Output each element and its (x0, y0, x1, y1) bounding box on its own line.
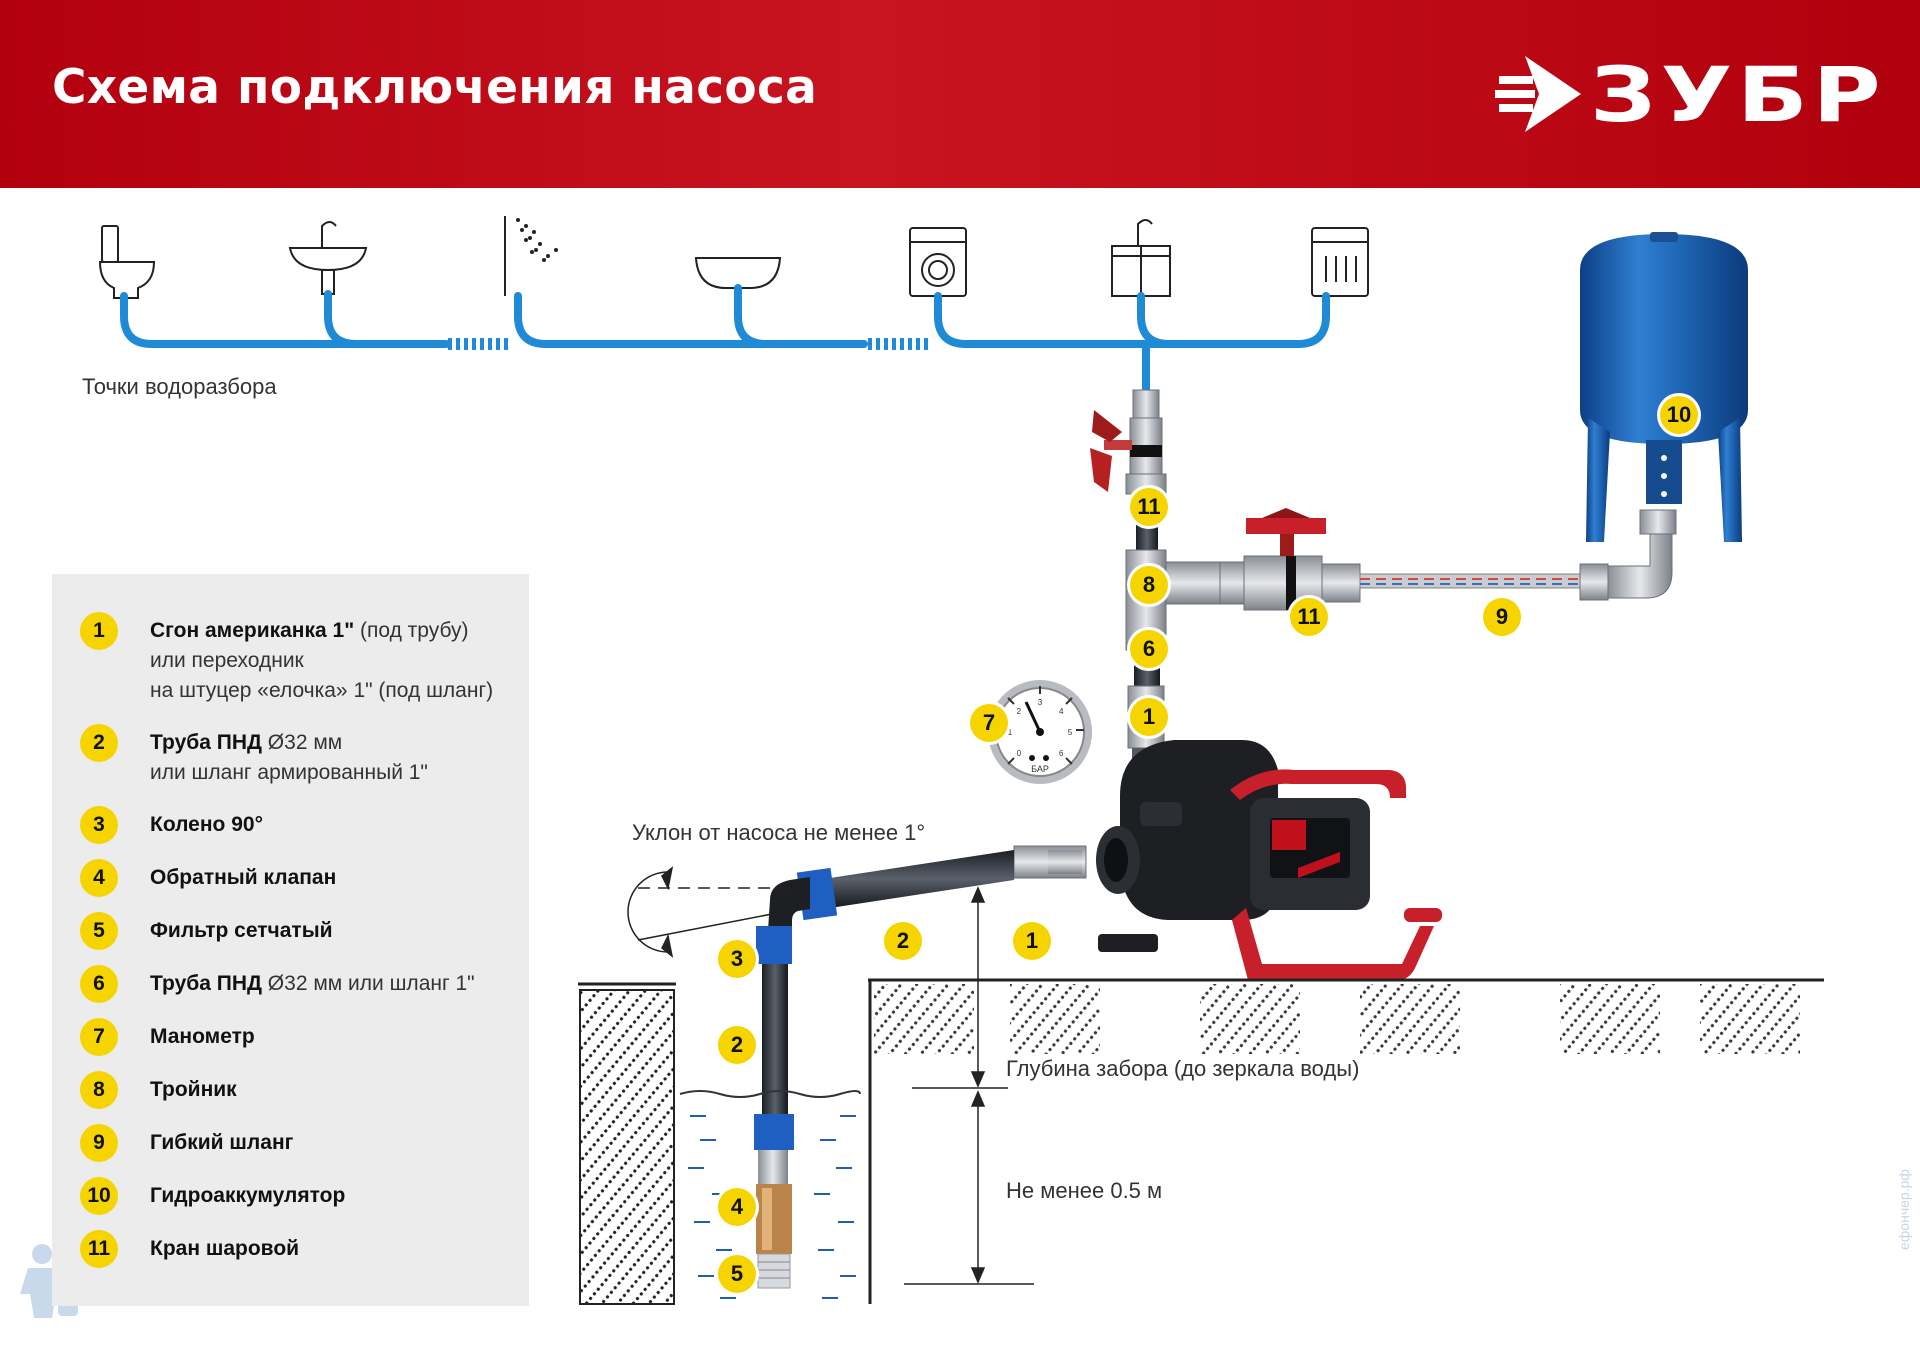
gauge-tick-label: 5 (1068, 728, 1073, 737)
legend-subtitle: (под трубу) (354, 619, 469, 642)
pump-icon (1096, 740, 1442, 980)
legend-badge: 4 (80, 859, 118, 897)
brand-logo: ЗУБР (1495, 50, 1881, 139)
legend-line: или переходник (150, 649, 304, 672)
marker-filter: 5 (718, 1255, 756, 1293)
legend-title: Гидроаккумулятор (150, 1184, 346, 1207)
pressure-gauge-icon (988, 680, 1092, 784)
sink-icon (288, 221, 368, 295)
marker-suction-pipe: 2 (884, 922, 922, 960)
washing-machine-icon (909, 227, 967, 297)
legend-title: Манометр (150, 1025, 255, 1048)
marker-elbow: 3 (718, 940, 756, 978)
page-title: Схема подключения насоса (52, 60, 818, 115)
legend-badge: 10 (80, 1177, 118, 1215)
watermark: ефончер.рф (1896, 1169, 1912, 1250)
legend-item: 3 Колено 90° (80, 806, 520, 844)
brand-arrow-icon (1495, 56, 1581, 132)
water-points-label: Точки водоразбора (82, 374, 277, 399)
legend-badge: 1 (80, 612, 118, 650)
marker-union-riser: 1 (1130, 698, 1168, 736)
marker-pipe-riser: 6 (1130, 630, 1168, 668)
legend-title: Кран шаровой (150, 1237, 300, 1260)
legend-badge: 9 (80, 1124, 118, 1162)
legend-item: 2 Труба ПНД Ø32 мм или шланг армированны… (80, 724, 520, 788)
legend-line: или шланг армированный 1" (150, 761, 428, 784)
slope-label: Уклон от насоса не менее 1° (632, 820, 926, 845)
legend-item: 6 Труба ПНД Ø32 мм или шланг 1" (80, 965, 520, 1003)
legend-title: Труба ПНД (150, 972, 262, 995)
dimension-lines (627, 866, 1034, 1285)
legend-item: 10 Гидроаккумулятор (80, 1177, 520, 1215)
toilet-icon (98, 225, 156, 299)
legend-badge: 11 (80, 1230, 118, 1268)
hydroaccumulator-tank-icon (1580, 232, 1748, 542)
legend-title: Обратный клапан (150, 866, 337, 889)
marker-check-valve: 4 (718, 1188, 756, 1226)
legend-title: Тройник (150, 1078, 237, 1101)
tank-branch (1219, 509, 1677, 611)
gauge-tick-label: 1 (1008, 728, 1013, 737)
suction-line (754, 845, 1087, 1289)
ball-valve-top-icon (1090, 410, 1132, 492)
marker-well-pipe: 2 (718, 1026, 756, 1064)
bathtub-icon (694, 257, 782, 289)
legend-badge: 8 (80, 1071, 118, 1109)
marker-union-pump: 1 (1013, 922, 1051, 960)
legend-line: на штуцер «елочка» 1" (под шланг) (150, 679, 494, 702)
legend-item: 11 Кран шаровой (80, 1230, 520, 1268)
legend-subtitle: Ø32 мм или шланг 1" (261, 972, 475, 995)
legend-badge: 7 (80, 1018, 118, 1056)
ball-valve-side-icon (1246, 508, 1326, 556)
marker-ball-valve-side: 11 (1290, 598, 1328, 636)
marker-tee: 8 (1130, 566, 1168, 604)
legend-item: 1 Сгон американка 1" (под трубу) или пер… (80, 612, 520, 706)
marker-gauge: 7 (970, 704, 1008, 742)
marker-ball-valve-top: 11 (1130, 488, 1168, 526)
legend-title: Сгон американка 1" (150, 619, 355, 642)
marker-flex-hose: 9 (1483, 598, 1521, 636)
legend-title: Гибкий шланг (150, 1131, 294, 1154)
ground-section (578, 978, 1824, 1305)
gauge-tick-label: 0 (1017, 749, 1022, 758)
legend-panel: 1 Сгон американка 1" (под трубу) или пер… (52, 574, 529, 1306)
pipe-break-marks (448, 338, 928, 350)
legend-item: 9 Гибкий шланг (80, 1124, 520, 1162)
gauge-tick-label: 2 (1017, 707, 1022, 716)
legend-item: 4 Обратный клапан (80, 859, 520, 897)
gauge-tick-label: 3 (1038, 698, 1043, 707)
legend-item: 5 Фильтр сетчатый (80, 912, 520, 950)
shower-icon (504, 216, 558, 296)
distribution-pipes (120, 284, 1330, 396)
legend-badge: 6 (80, 965, 118, 1003)
header-bar: Схема подключения насоса ЗУБР (0, 0, 1920, 188)
kitchen-sink-icon (1111, 219, 1171, 297)
intake-depth-label: Глубина забора (до зеркала воды) (1006, 1056, 1360, 1081)
legend-badge: 2 (80, 724, 118, 762)
min-depth-label: Не менее 0.5 м (1006, 1178, 1163, 1203)
legend-subtitle: Ø32 мм (261, 731, 343, 754)
marker-accumulator: 10 (1660, 396, 1698, 434)
legend-item: 8 Тройник (80, 1071, 520, 1109)
legend-badge: 3 (80, 806, 118, 844)
legend-title: Труба ПНД (150, 731, 262, 754)
gauge-tick-label: 6 (1059, 749, 1064, 758)
legend-badge: 5 (80, 912, 118, 950)
legend-title: Колено 90° (150, 813, 263, 836)
water-level (679, 1090, 861, 1299)
legend-item: 7 Манометр (80, 1018, 520, 1056)
brand-name: ЗУБР (1590, 50, 1886, 139)
dishwasher-icon (1311, 227, 1369, 297)
gauge-unit: БАР (1031, 764, 1049, 774)
gauge-tick-label: 4 (1059, 707, 1064, 716)
legend-title: Фильтр сетчатый (150, 919, 333, 942)
